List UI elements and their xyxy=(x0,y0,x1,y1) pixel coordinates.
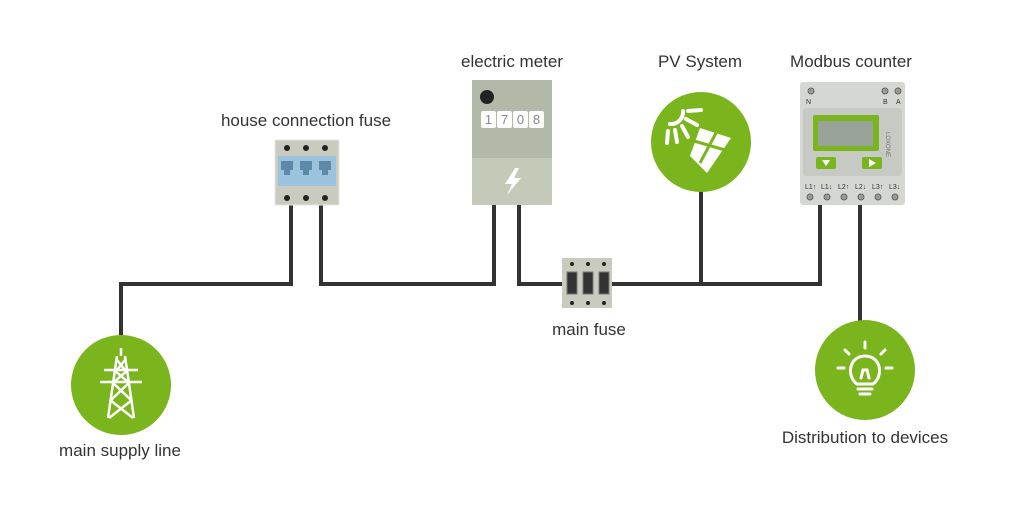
light-bulb-icon xyxy=(815,320,915,420)
wire-meter-mainfuse xyxy=(517,205,562,286)
terminal-label: L1↑ xyxy=(805,184,816,191)
electric-meter: 1 7 0 8 xyxy=(472,80,552,205)
house-connection-fuse xyxy=(274,139,340,206)
modbus-counter: LOXONE N B A L1↑ L1↓ L2↑ L2↓ L3↑ L3↓ xyxy=(800,82,905,205)
label-main-supply-line: main supply line xyxy=(59,441,181,460)
wire-supply xyxy=(119,205,293,335)
wire-mainfuse-modbus xyxy=(612,205,822,286)
meter-digit: 1 xyxy=(485,112,492,127)
meter-digit: 0 xyxy=(517,112,524,127)
meter-digit: 7 xyxy=(501,112,508,127)
main-fuse xyxy=(562,258,612,308)
transmission-tower-icon xyxy=(71,335,171,435)
terminal-label: A xyxy=(896,99,901,106)
lightning-bolt-icon xyxy=(505,168,521,195)
wires xyxy=(119,190,862,335)
terminal-label: L1↓ xyxy=(821,184,832,191)
pv-system-icon xyxy=(651,92,751,192)
terminal-label: L2↓ xyxy=(855,184,866,191)
terminal-label: L3↓ xyxy=(889,184,900,191)
meter-digit: 8 xyxy=(533,112,540,127)
label-main-fuse: main fuse xyxy=(552,320,626,339)
terminal-label: N xyxy=(806,99,811,106)
terminal-label: L3↑ xyxy=(872,184,883,191)
wire-fuse-meter xyxy=(319,205,496,286)
label-electric-meter: electric meter xyxy=(460,52,564,71)
label-pv-system: PV System xyxy=(657,52,743,71)
modbus-brand: LOXONE xyxy=(884,132,890,157)
label-house-connection-fuse: house connection fuse xyxy=(220,111,392,130)
terminal-label: B xyxy=(883,99,888,106)
terminal-label: L2↑ xyxy=(838,184,849,191)
label-modbus-counter: Modbus counter xyxy=(790,52,912,71)
label-distribution: Distribution to devices xyxy=(781,428,949,447)
